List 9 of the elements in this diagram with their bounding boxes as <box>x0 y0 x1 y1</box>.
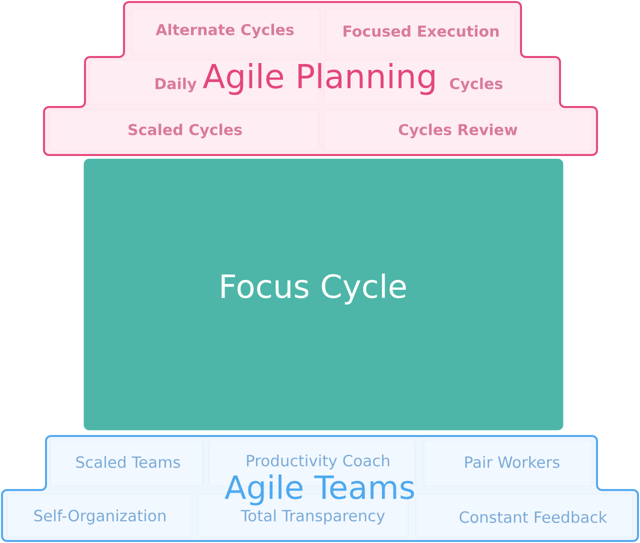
grid-cell: Pair Workers <box>424 440 592 486</box>
grid-cell: Scaled Teams <box>50 440 204 486</box>
grid-cell: Scaled Cycles <box>50 110 318 152</box>
grid-cell: Alternate Cycles <box>132 8 320 54</box>
process-box: Focus Cycle <box>84 158 564 430</box>
grid-cell: Focused Execution <box>326 8 516 54</box>
stepped-panel: Scaled Teams Productivity Coach Pair Workers Self-Organization Total Transparency Constant Feedback Agile Teams <box>1 435 639 542</box>
grid-cell: Constant Feedback <box>416 494 634 538</box>
grid-cell: Self-Organization <box>6 494 192 538</box>
